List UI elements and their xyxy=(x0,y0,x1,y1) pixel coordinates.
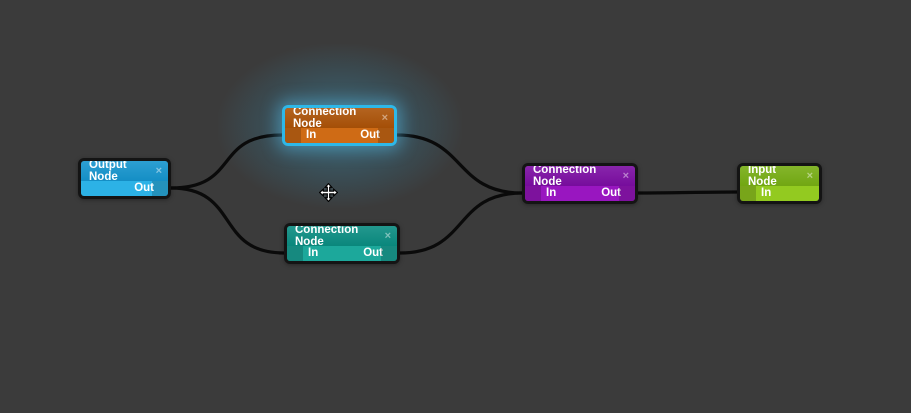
wire-output-to-bottom[interactable] xyxy=(169,186,286,255)
node-title: Output Node xyxy=(89,159,127,183)
node-title-bar: Connection Node × xyxy=(525,164,635,188)
node-input[interactable]: Input Node × In xyxy=(737,163,822,204)
in-port-label: In xyxy=(761,187,772,199)
node-title-bar: Input Node × xyxy=(740,164,819,188)
wire-top-to-middle[interactable] xyxy=(395,133,524,195)
node-title: Connection Node xyxy=(293,106,357,130)
node-title-bar: Connection Node × xyxy=(285,106,394,130)
port-row: Out xyxy=(81,181,168,196)
out-port-anchor[interactable] xyxy=(152,181,168,196)
close-icon[interactable]: × xyxy=(384,229,391,242)
node-title-bar: Output Node × xyxy=(81,159,168,183)
out-port-label: Out xyxy=(601,187,621,199)
port-row: In Out xyxy=(525,186,635,201)
in-port-anchor[interactable] xyxy=(740,186,756,201)
wire-output-to-top[interactable] xyxy=(169,133,284,190)
close-icon[interactable]: × xyxy=(381,111,388,124)
out-port-label: Out xyxy=(363,247,383,259)
node-title: Connection Node xyxy=(533,164,597,188)
node-title: Input Node xyxy=(748,164,777,188)
out-port-label: Out xyxy=(134,182,154,194)
node-connection-top[interactable]: Connection Node × In Out xyxy=(282,105,397,146)
close-icon[interactable]: × xyxy=(155,164,162,177)
in-port-anchor[interactable] xyxy=(285,128,301,143)
in-port-anchor[interactable] xyxy=(287,246,303,261)
node-title: Connection Node xyxy=(295,224,359,248)
in-port-anchor[interactable] xyxy=(525,186,541,201)
out-port-anchor[interactable] xyxy=(619,186,635,201)
close-icon[interactable]: × xyxy=(806,169,813,182)
node-connection-bottom[interactable]: Connection Node × In Out xyxy=(284,223,400,264)
port-row: In xyxy=(740,186,819,201)
out-port-label: Out xyxy=(360,129,380,141)
close-icon[interactable]: × xyxy=(622,169,629,182)
out-port-anchor[interactable] xyxy=(381,246,397,261)
node-output[interactable]: Output Node × Out xyxy=(78,158,171,199)
out-port-anchor[interactable] xyxy=(378,128,394,143)
port-row: In Out xyxy=(285,128,394,143)
in-port-label: In xyxy=(546,187,557,199)
in-port-label: In xyxy=(306,129,317,141)
port-row: In Out xyxy=(287,246,397,261)
node-title-bar: Connection Node × xyxy=(287,224,397,248)
wire-bottom-to-middle[interactable] xyxy=(398,191,524,255)
wire-middle-to-input[interactable] xyxy=(636,190,739,195)
in-port-label: In xyxy=(308,247,319,259)
node-connection-middle[interactable]: Connection Node × In Out xyxy=(522,163,638,204)
